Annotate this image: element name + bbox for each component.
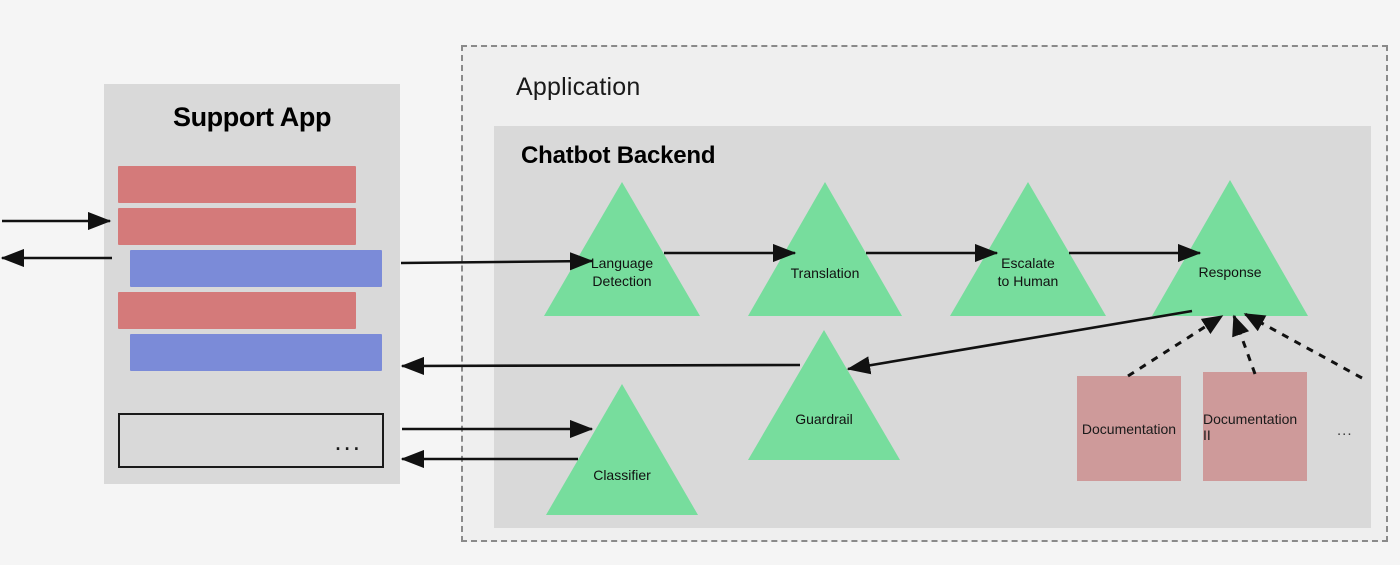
message-bubble-incoming-3 — [118, 292, 356, 329]
agent-translation[interactable]: Translation — [748, 182, 902, 316]
support-app-panel: Support App ... — [104, 84, 400, 484]
agent-guardrail[interactable]: Guardrail — [748, 330, 900, 460]
message-bubble-incoming-1 — [118, 166, 356, 203]
agent-language-detection[interactable]: Language Detection — [544, 182, 700, 316]
agent-classifier[interactable]: Classifier — [546, 384, 698, 515]
message-bubble-outgoing-1 — [130, 250, 382, 287]
chatbot-backend-title: Chatbot Backend — [521, 142, 716, 169]
document-documentation-2[interactable]: Documentation II — [1203, 372, 1307, 481]
compose-input-box[interactable]: ... — [118, 413, 384, 468]
document-label: Documentation — [1081, 420, 1177, 437]
message-bubble-outgoing-2 — [130, 334, 382, 371]
message-bubble-incoming-2 — [118, 208, 356, 245]
application-title: Application — [516, 73, 641, 101]
compose-ellipsis: ... — [334, 425, 362, 456]
document-label: Documentation II — [1203, 410, 1298, 443]
agent-response[interactable]: Response — [1152, 180, 1308, 316]
agent-escalate-to-human[interactable]: Escalate to Human — [950, 182, 1106, 316]
document-documentation-1[interactable]: Documentation — [1077, 376, 1181, 481]
document-more-ellipsis: ... — [1337, 422, 1353, 439]
support-app-title: Support App — [172, 102, 332, 132]
